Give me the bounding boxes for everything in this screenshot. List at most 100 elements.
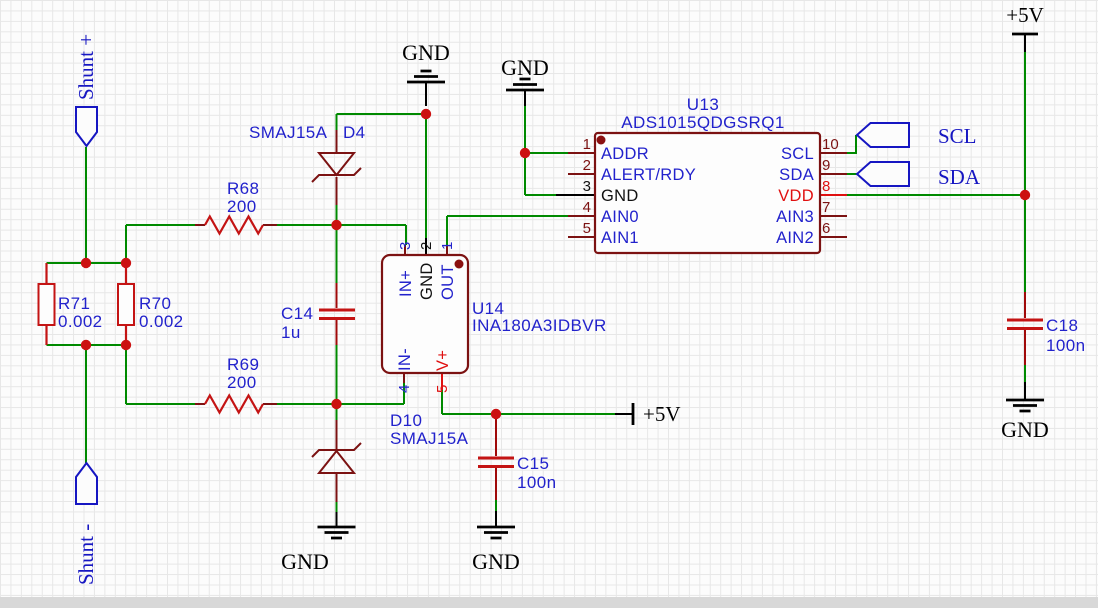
gnd-symbol-top-middle[interactable]: GND [501,55,549,92]
resistor-R69[interactable]: R69 200 [195,355,277,415]
wire-scl[interactable] [847,135,857,154]
r68-ref: R68 [227,179,259,198]
d4-ref: D4 [343,123,366,142]
pin-stub [568,152,847,238]
gnd-symbol-top-left[interactable]: GND [402,40,450,84]
junction-dot [80,257,92,269]
gnd-symbol-d10[interactable]: GND [281,525,356,574]
u14-pin3-num: 3 [397,242,414,250]
junction-dot [331,219,342,231]
p5v-symbol-right-of-c15[interactable]: +5V [631,402,681,426]
flag-icon [75,461,98,505]
diode-D4[interactable]: SMAJ15A D4 [249,123,366,205]
net-flag-scl[interactable]: SCL [855,122,977,148]
u13-pin1-num: 1 [583,136,591,153]
gnd-label: GND [1001,417,1049,442]
shunt-minus-label: Shunt - [74,524,98,585]
resistor-R68[interactable]: R68 200 [195,179,277,236]
resistor-zigzag [204,214,264,236]
u13-pin5-num: 5 [583,220,591,237]
u13-pin-alert: ALERT/RDY [601,166,696,184]
r70-value: 0.002 [139,312,184,331]
net-flag-sda[interactable]: SDA [855,161,981,189]
diode-triangle [316,152,357,177]
junction-dot [331,398,342,410]
u13-pin-sda: SDA [779,166,814,184]
black-segments [335,34,1026,527]
capacitor-C14[interactable]: C14 1u [281,283,355,345]
capacitor-C15[interactable]: C15 100n [478,415,556,500]
u13-pin6-num: 6 [822,220,830,237]
u13-pin-addr: ADDR [601,145,649,163]
p5v-symbol-top-right[interactable]: +5V [1006,3,1044,36]
diode-cathode-bar [311,167,362,183]
junction-dot [80,339,92,351]
u13-pin10-num: 10 [822,136,839,153]
gnd-symbol-c18[interactable]: GND [1001,398,1049,442]
pin-stub [403,245,448,383]
d10-ref: D10 [390,411,422,430]
u13-pin-ain1: AIN1 [601,229,639,247]
resistor-body [37,283,56,326]
diode-triangle [316,449,357,474]
net-flag-shunt-minus[interactable]: Shunt - [74,461,98,585]
resistor-zigzag [204,393,264,415]
capacitor-plates [478,456,514,468]
junction-dot [420,108,432,120]
u13-pin-scl: SCL [781,145,814,163]
junction-dot [490,408,502,420]
u13-pin7-num: 7 [822,199,830,216]
net-flag-shunt-plus[interactable]: Shunt + [74,34,98,148]
u14-part: INA180A3IDBVR [472,316,607,335]
canvas-edge-strip [0,597,1098,608]
wires[interactable] [46,52,1026,512]
c15-value: 100n [517,473,556,492]
shunt-plus-label: Shunt + [74,34,98,100]
u13-ref: U13 [687,95,719,114]
junction-dot [120,257,132,269]
p5v-label: +5V [1006,3,1044,27]
flag-icon [855,161,910,187]
u14-pin5-num: 5 [434,385,451,393]
u13-pin3-num: 3 [583,178,591,195]
u13-pin9-num: 9 [822,157,830,174]
pin1-marker-dot [454,259,464,269]
r71-ref: R71 [58,294,90,313]
gnd-symbol-c15[interactable]: GND [472,525,520,574]
r69-ref: R69 [227,355,259,374]
c18-ref: C18 [1046,316,1078,335]
flag-icon [855,122,910,148]
u13-pin-vdd: VDD [778,187,814,205]
r70-ref: R70 [139,294,171,313]
u14-pin1-num: 1 [439,242,456,250]
junction-dot [519,147,531,159]
u13-pin-ain3: AIN3 [776,208,814,226]
u14-pin-gnd: GND [418,262,436,300]
flag-icon [75,106,98,148]
sda-label: SDA [938,165,981,189]
resistor-R71[interactable]: R71 0.002 [37,263,103,345]
diode-D10[interactable]: D10 SMAJ15A [311,411,469,502]
ic-U14[interactable]: 3 2 1 4 5 IN+ GND OUT IN- V+ U14 INA180A… [380,242,607,393]
gnd-bars-icon [1006,398,1044,413]
u14-pin4-num: 4 [396,385,413,393]
junction-dots [80,108,1031,420]
gnd-label: GND [472,549,520,574]
r69-value: 200 [227,373,257,392]
r68-value: 200 [227,197,257,216]
c14-value: 1u [281,323,301,342]
c15-ref: C15 [517,454,549,473]
u13-part: ADS1015QDGSRQ1 [621,113,784,132]
ic-body [593,131,822,255]
gnd-label: GND [281,549,329,574]
ic-U13[interactable]: U13 ADS1015QDGSRQ1 1 2 3 4 5 ADDR ALERT/… [568,95,847,255]
u14-pin-out: OUT [439,264,457,300]
capacitor-plates [1007,318,1043,330]
r71-value: 0.002 [58,312,103,331]
ic-body [380,253,470,375]
gnd-label: GND [501,55,549,80]
resistor-R70[interactable]: R70 0.002 [117,265,184,345]
capacitor-C18[interactable]: C18 100n [1007,292,1085,365]
